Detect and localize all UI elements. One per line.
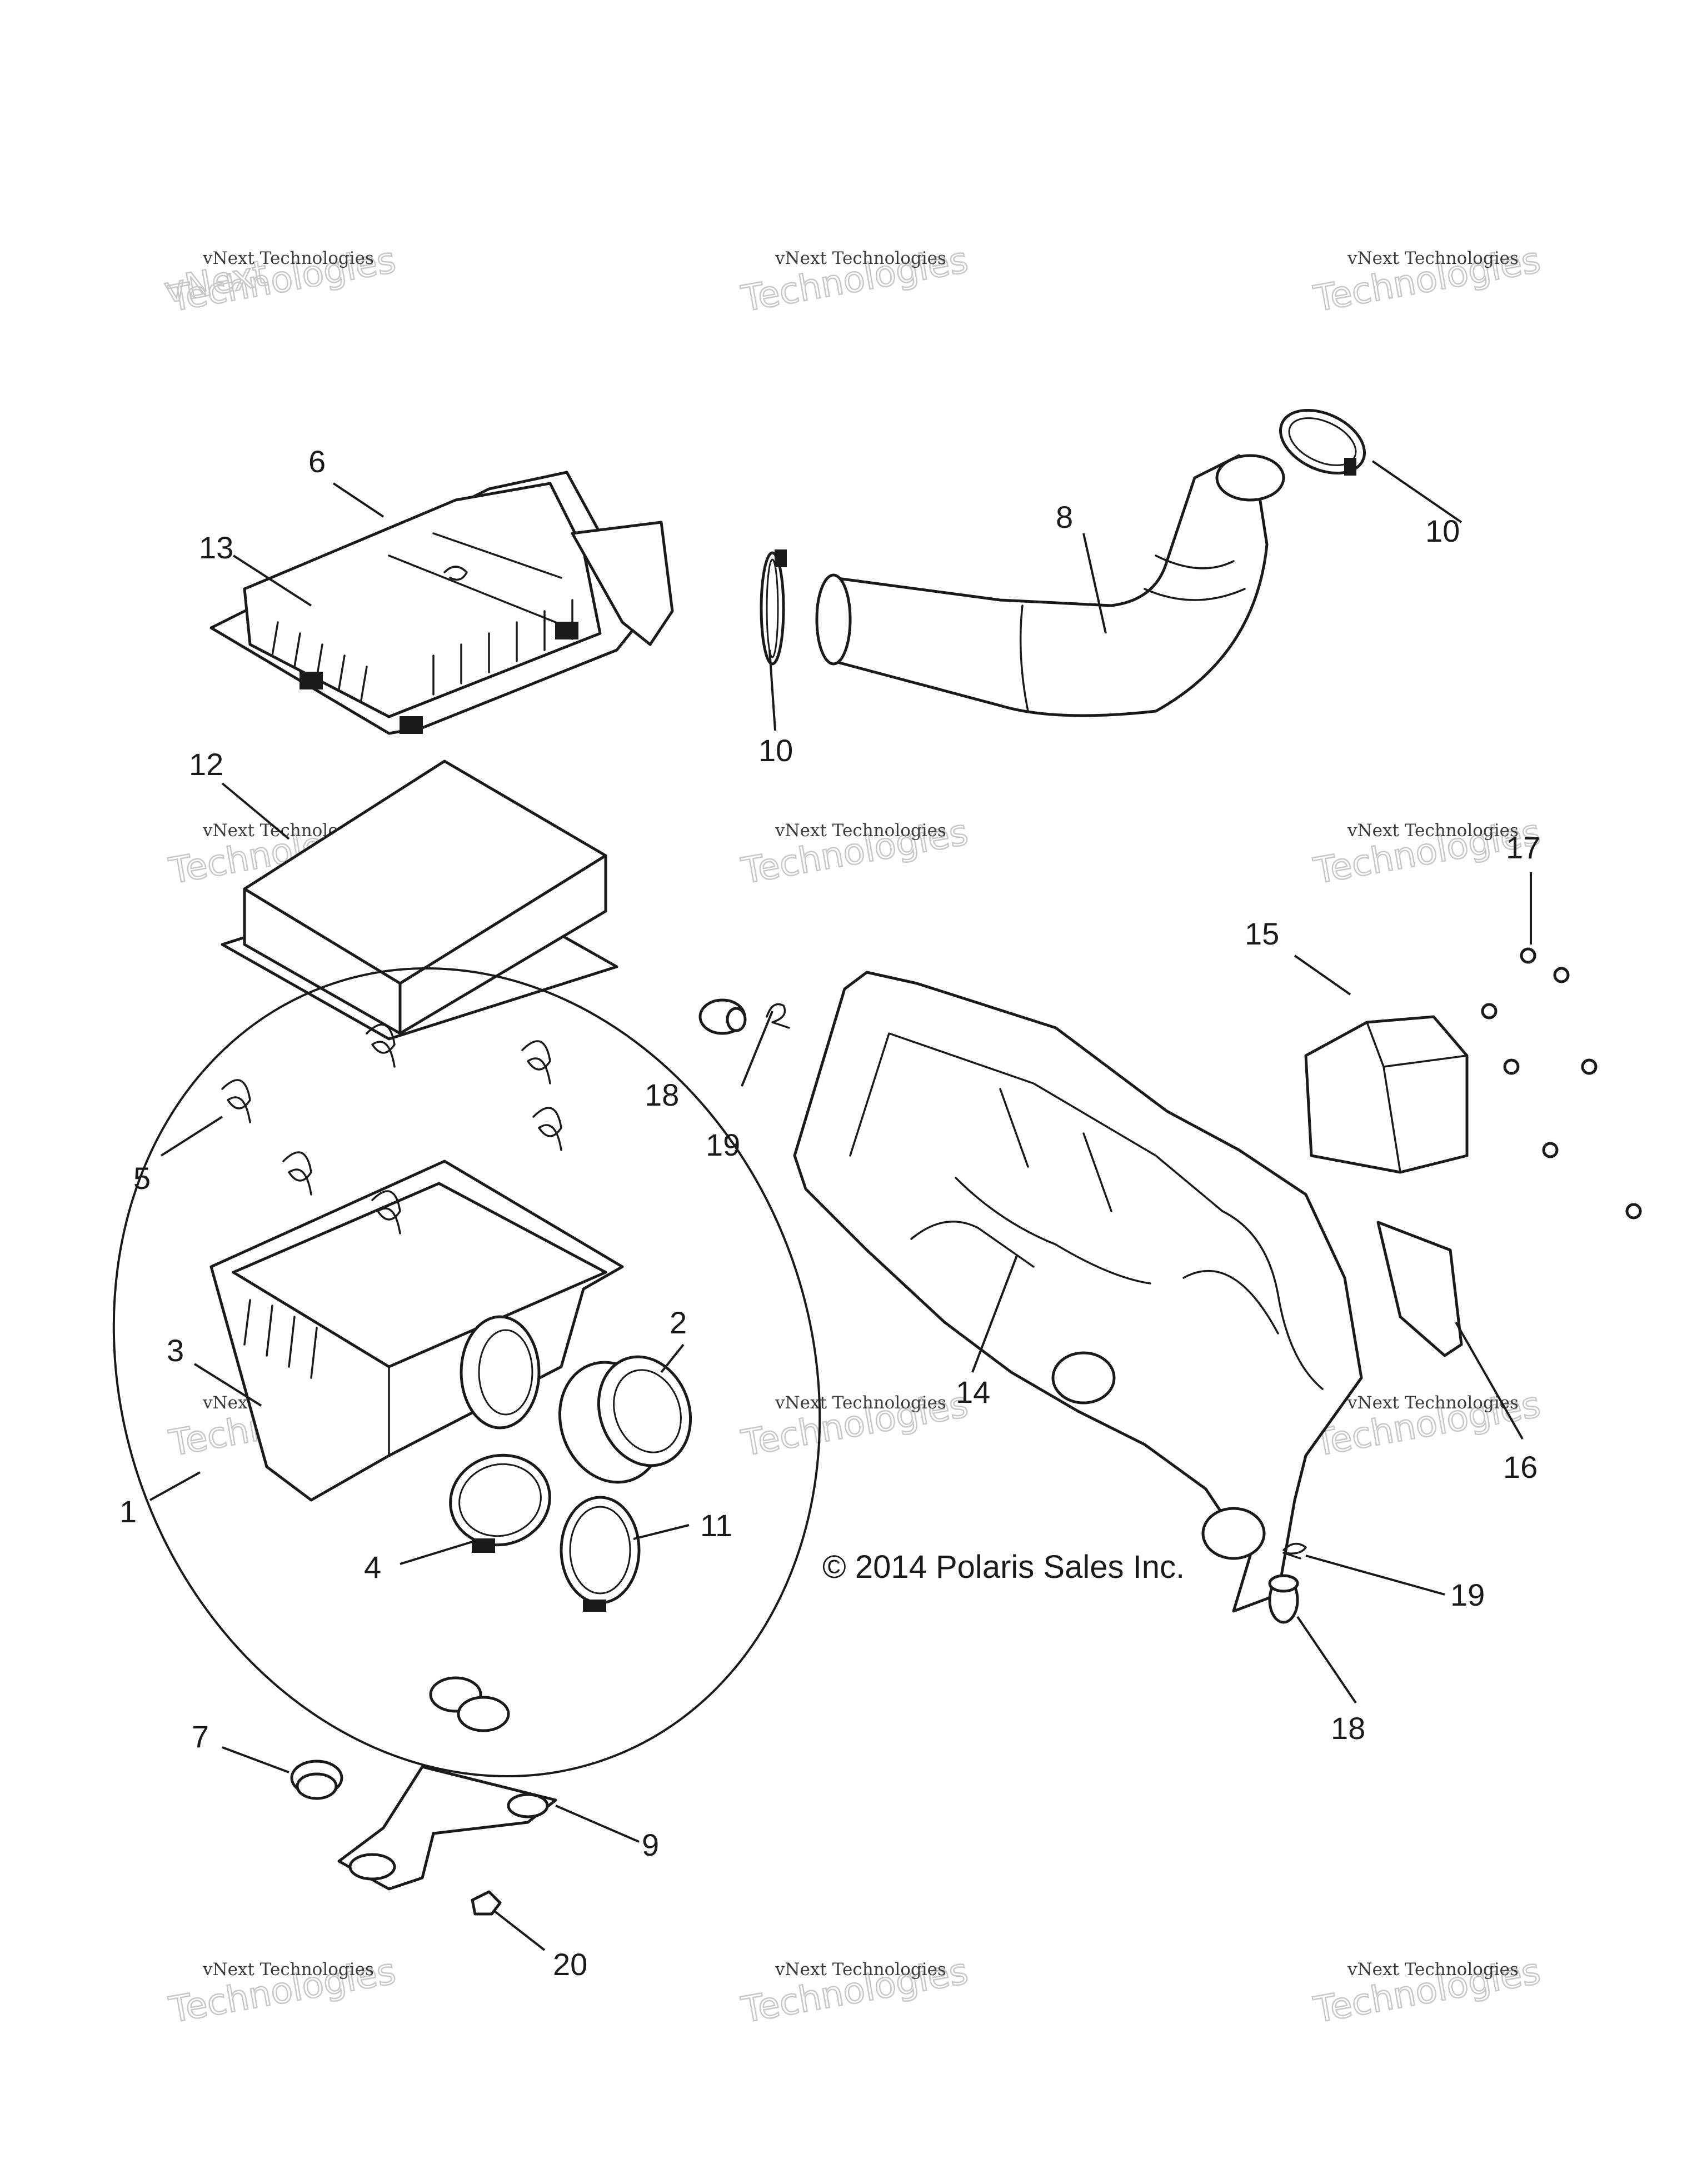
callout-11: 11	[700, 1508, 732, 1543]
hose-clamp-upper	[1279, 408, 1366, 476]
callout-6: 9	[642, 1827, 659, 1862]
fitting-18-upper	[698, 998, 747, 1035]
copyright-notice: © 2014 Polaris Sales Inc.	[822, 1549, 1185, 1585]
band-clamp-11	[560, 1496, 641, 1612]
intake-plenum	[793, 971, 1363, 1613]
callout-10-upper: 10	[1425, 513, 1460, 548]
callout-4: 4	[364, 1550, 381, 1585]
svg-text:vNext Technologies: vNext Technologies	[1347, 821, 1519, 841]
watermark-10: Technologies vNext Technologies	[166, 1950, 400, 2032]
airbox-base	[209, 1160, 624, 1502]
foam-pad-16	[1376, 1221, 1463, 1357]
callout-16: 16	[1503, 1450, 1538, 1485]
airbox-cover	[209, 471, 674, 735]
callout-numbers: 6 13 8 10 10 12 17 15 18 19 5 2 3 14 16 …	[119, 444, 1540, 1982]
callout-18-upper: 18	[645, 1077, 679, 1112]
callout-2: 2	[670, 1305, 687, 1340]
callout-1: 1	[119, 1494, 137, 1529]
svg-text:vNext Technologies: vNext Technologies	[202, 1960, 374, 1980]
svg-text:vNext Technologies: vNext Technologies	[775, 248, 946, 268]
callout-10-lower: 10	[758, 733, 793, 768]
watermark-5: Technologies vNext Technologies	[738, 811, 972, 893]
callout-8: 8	[1056, 499, 1073, 534]
watermark-2: Technologies vNext Technologies	[738, 239, 972, 321]
svg-text:vNext Technologies: vNext Technologies	[1347, 1393, 1519, 1413]
leader-lines	[149, 460, 1532, 1951]
watermark-1: vNext Technologies vNext Technologies	[161, 239, 400, 321]
callout-12: 12	[189, 747, 223, 782]
svg-text:vNext Technologies: vNext Technologies	[1347, 1960, 1519, 1980]
svg-text:vNext Technologies: vNext Technologies	[775, 1393, 946, 1413]
bolt-20	[471, 1890, 502, 1916]
callout-14: 14	[956, 1375, 990, 1410]
svg-text:vNext Technologies: vNext Technologies	[202, 248, 374, 268]
hose-clamp-lower	[760, 549, 787, 666]
callout-7: 7	[192, 1719, 209, 1754]
watermark-3: Technologies vNext Technologies	[1310, 239, 1544, 321]
spring-clips	[221, 1023, 562, 1235]
fitting-18-lower	[1268, 1574, 1299, 1624]
airbox-assembly-outline	[112, 967, 821, 1777]
callout-19-upper: 19	[706, 1127, 740, 1162]
callout-5: 5	[133, 1161, 151, 1196]
watermark-8: Technologies vNext Technologies	[738, 1383, 972, 1465]
svg-text:vNext Technologies: vNext Technologies	[1347, 248, 1519, 268]
svg-text:vNext Technologies: vNext Technologies	[775, 821, 946, 841]
screws-17	[1481, 947, 1642, 1220]
callout-18-lower: 18	[1331, 1711, 1365, 1746]
filter-box-15	[1304, 1015, 1469, 1174]
callout-20: 20	[553, 1947, 587, 1982]
intake-duct	[815, 454, 1285, 717]
mounting-bracket	[337, 1765, 557, 1891]
callout-15: 15	[1245, 916, 1279, 951]
callout-9: 6	[308, 444, 326, 479]
band-clamp-4	[449, 1453, 551, 1553]
callout-3: 3	[167, 1333, 184, 1368]
svg-text:vNext Technologies: vNext Technologies	[775, 1960, 946, 1980]
callout-17: 17	[1506, 830, 1540, 865]
watermark-12: Technologies vNext Technologies	[1310, 1950, 1544, 2032]
intake-coupler	[558, 1355, 692, 1484]
air-filter	[221, 759, 618, 1041]
clip-19-upper	[766, 1003, 790, 1029]
clip-19-lower	[1282, 1542, 1307, 1560]
callout-13: 13	[199, 530, 233, 565]
watermark-11: Technologies vNext Technologies	[738, 1950, 972, 2032]
grommets	[290, 1676, 510, 1800]
callout-19-lower: 19	[1450, 1577, 1485, 1612]
